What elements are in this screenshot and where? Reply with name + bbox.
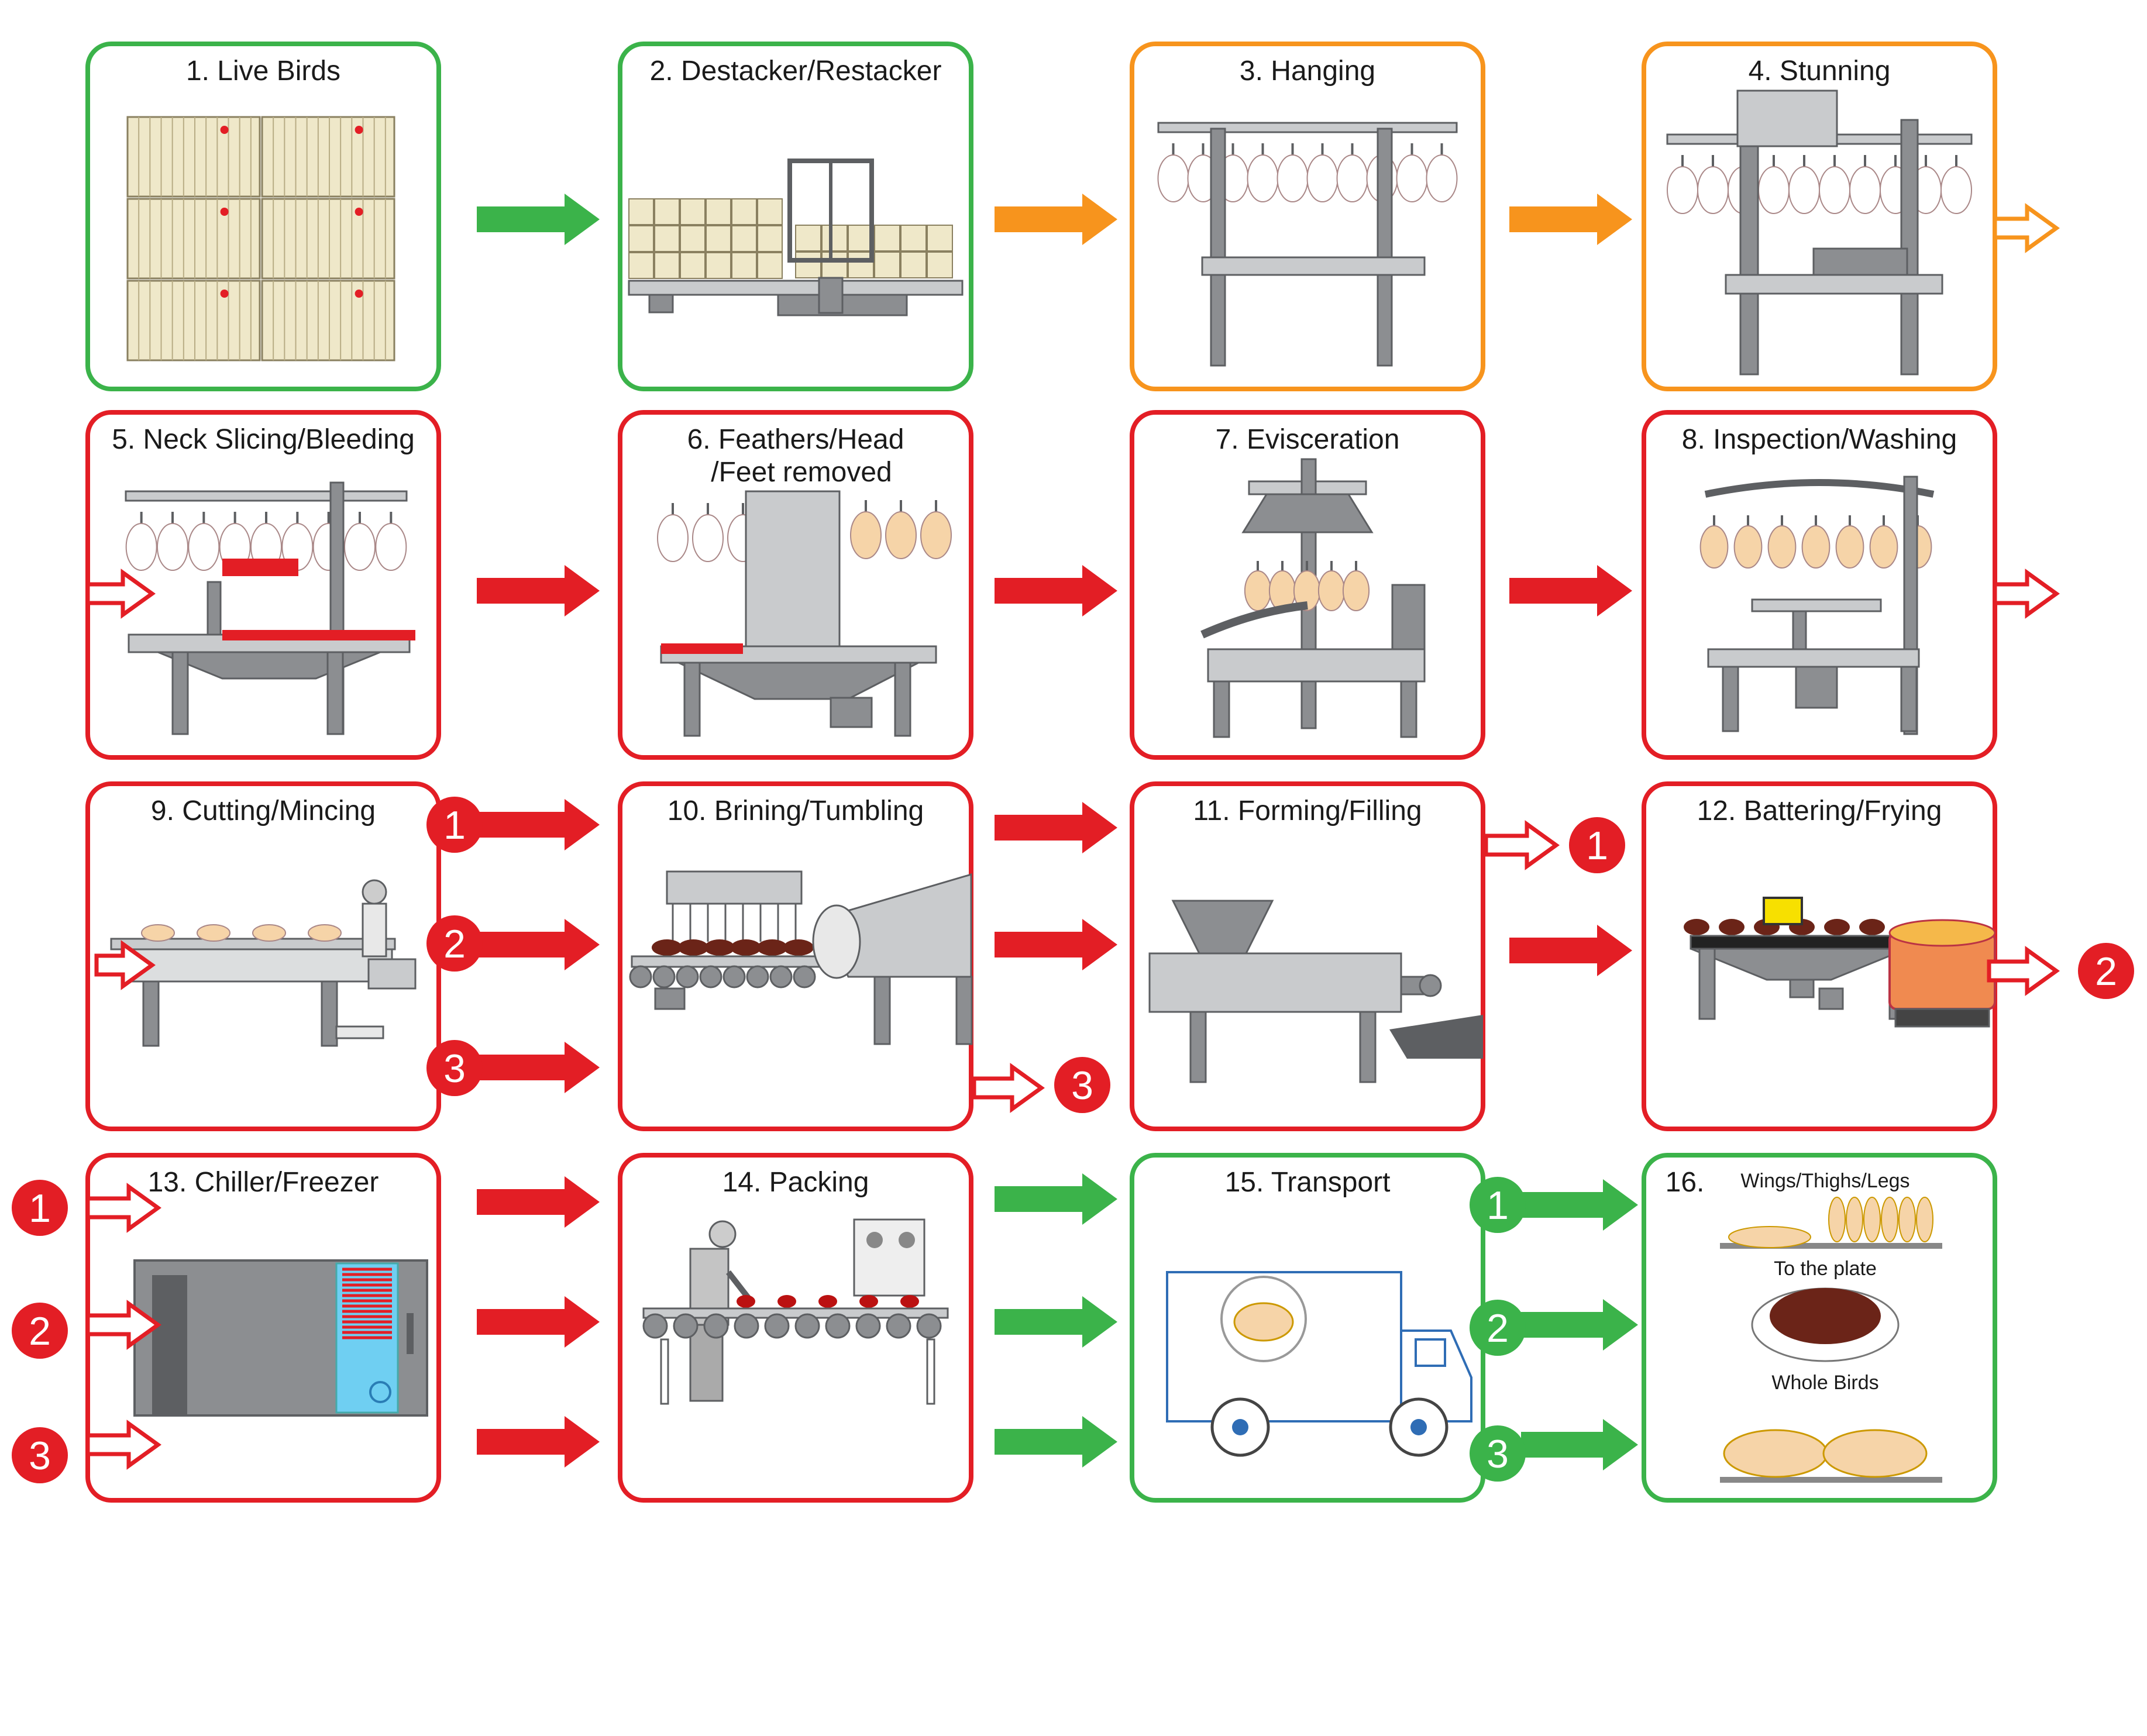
arrow-15-16-route3 [1521, 1419, 1638, 1470]
step-label-10: 10. Brining/Tumbling [668, 795, 924, 826]
step-label-14: 14. Packing [722, 1167, 869, 1198]
arrow-15-16-route2 [1521, 1299, 1638, 1351]
step-label-6: 6. Feathers/Head [687, 424, 904, 455]
route-badge-12-out-2 [2078, 943, 2134, 999]
arrow-10-out-3 [972, 1063, 1045, 1113]
arrow-14-15-a [995, 1173, 1117, 1225]
step-label-5: 5. Neck Slicing/Bleeding [112, 424, 415, 455]
route-badge-9-2 [426, 915, 483, 972]
route-badge-9-2-number: 2 [443, 922, 466, 966]
brining-tumbler-icon [629, 870, 973, 1045]
route-badge-9-3 [426, 1040, 483, 1096]
arrow-8-out [1993, 569, 2060, 619]
step-label-15: 15. Transport [1225, 1167, 1391, 1198]
route-badge-15-out-2 [1470, 1300, 1526, 1356]
step-label-6-line2: /Feet removed [711, 457, 892, 488]
route-badge-10-out-3-number: 3 [1071, 1063, 1093, 1108]
destacker-machine-icon [628, 159, 964, 316]
arrow-9-10-route3 [477, 1042, 600, 1093]
route-badge-13-in-1-number: 1 [29, 1186, 51, 1231]
step-label-3: 3. Hanging [1240, 56, 1375, 87]
route-badge-9-3-number: 3 [443, 1046, 466, 1091]
arrow-3-4 [1509, 194, 1632, 245]
washing-line-icon [1699, 476, 1935, 735]
arrow-15-16-route1 [1521, 1179, 1638, 1231]
arrow-9-10-route2 [477, 919, 600, 970]
arrow-9-10-route1 [477, 799, 600, 850]
arrow-5-in [85, 569, 156, 619]
fryer-icon [1684, 897, 1996, 1028]
arrow-9-in [94, 940, 156, 990]
route-badge-9-1 [426, 797, 483, 853]
forming-machine-icon [1148, 900, 1483, 1083]
route-badges: 1 2 3 3 1 2 1 2 3 1 2 3 [12, 797, 2134, 1483]
route-badge-13-in-1 [12, 1180, 68, 1236]
arrow-13-in-2 [85, 1300, 161, 1350]
arrow-7-8 [1509, 565, 1632, 616]
evisceration-machine-icon [1200, 458, 1426, 738]
arrow-13-14-c [477, 1416, 600, 1468]
arrow-13-in-1 [85, 1183, 161, 1233]
route-badge-15-out-1-number: 1 [1487, 1183, 1509, 1228]
arrow-13-14-b [477, 1296, 600, 1348]
neck-slicer-icon [125, 481, 415, 735]
arrow-6-7 [995, 565, 1117, 616]
route-badge-9-1-number: 1 [443, 803, 466, 848]
arrow-13-14-a [477, 1176, 600, 1228]
step-box-3 [1130, 42, 1485, 391]
step-label-8: 8. Inspection/Washing [1682, 424, 1957, 455]
route-badge-15-out-3 [1470, 1425, 1526, 1482]
route-badge-15-out-3-number: 3 [1487, 1432, 1509, 1476]
arrow-11-out-1 [1484, 820, 1560, 870]
step-label-9: 9. Cutting/Mincing [151, 795, 376, 826]
whole-birds-label: Whole Birds [1771, 1372, 1878, 1394]
step-label-4: 4. Stunning [1749, 56, 1891, 87]
step-label-13: 13. Chiller/Freezer [148, 1167, 379, 1198]
step-labels: 1. Live Birds 2. Destacker/Restacker 3. Ha… [112, 56, 1957, 1198]
arrow-13-in-3 [85, 1420, 161, 1470]
route-badge-11-out-1-number: 1 [1586, 824, 1608, 868]
arrow-10-11-a [995, 802, 1117, 853]
defeathering-machine-icon [657, 490, 952, 737]
step-label-11: 11. Forming/Filling [1193, 795, 1422, 826]
arrow-2-3 [995, 194, 1117, 245]
arrow-11-12 [1509, 925, 1632, 976]
route-badge-15-out-2-number: 2 [1487, 1306, 1509, 1351]
arrow-10-11-b [995, 919, 1117, 970]
flow-arrows [85, 194, 2060, 1470]
route-badge-12-out-2-number: 2 [2095, 949, 2117, 994]
cutting-conveyor-icon [110, 879, 417, 1047]
route-badge-13-in-3-number: 3 [29, 1434, 51, 1478]
route-badge-13-in-2-number: 2 [29, 1309, 51, 1353]
arrow-1-2 [477, 194, 600, 245]
freezer-icon [133, 1259, 428, 1417]
step-label-1: 1. Live Birds [186, 56, 340, 87]
route-badge-13-in-3 [12, 1427, 68, 1483]
route-badge-10-out-3 [1054, 1057, 1110, 1113]
packing-conveyor-icon [642, 1218, 949, 1405]
hanging-line-icon [1157, 122, 1458, 367]
step-label-7: 7. Evisceration [1216, 424, 1400, 455]
arrow-14-15-c [995, 1416, 1117, 1468]
arrow-4-out [1993, 203, 2060, 253]
route-badge-11-out-1 [1569, 817, 1625, 873]
route-badge-15-out-1 [1470, 1177, 1526, 1233]
wings-thighs-legs-label: Wings/Thighs/Legs [1740, 1170, 1909, 1192]
to-the-plate-label: To the plate [1774, 1258, 1877, 1280]
live-birds-crate-icon [126, 116, 395, 361]
step-label-2: 2. Destacker/Restacker [650, 56, 942, 87]
route-badge-13-in-2 [12, 1303, 68, 1359]
step-label-12: 12. Battering/Frying [1697, 795, 1942, 826]
stunning-machine-icon [1666, 89, 1973, 376]
arrow-5-6 [477, 565, 600, 616]
step-label-16: 16. [1666, 1167, 1705, 1198]
delivery-truck-icon [1166, 1271, 1472, 1457]
arrow-14-15-b [995, 1296, 1117, 1348]
arrow-12-out-2 [1987, 946, 2060, 996]
